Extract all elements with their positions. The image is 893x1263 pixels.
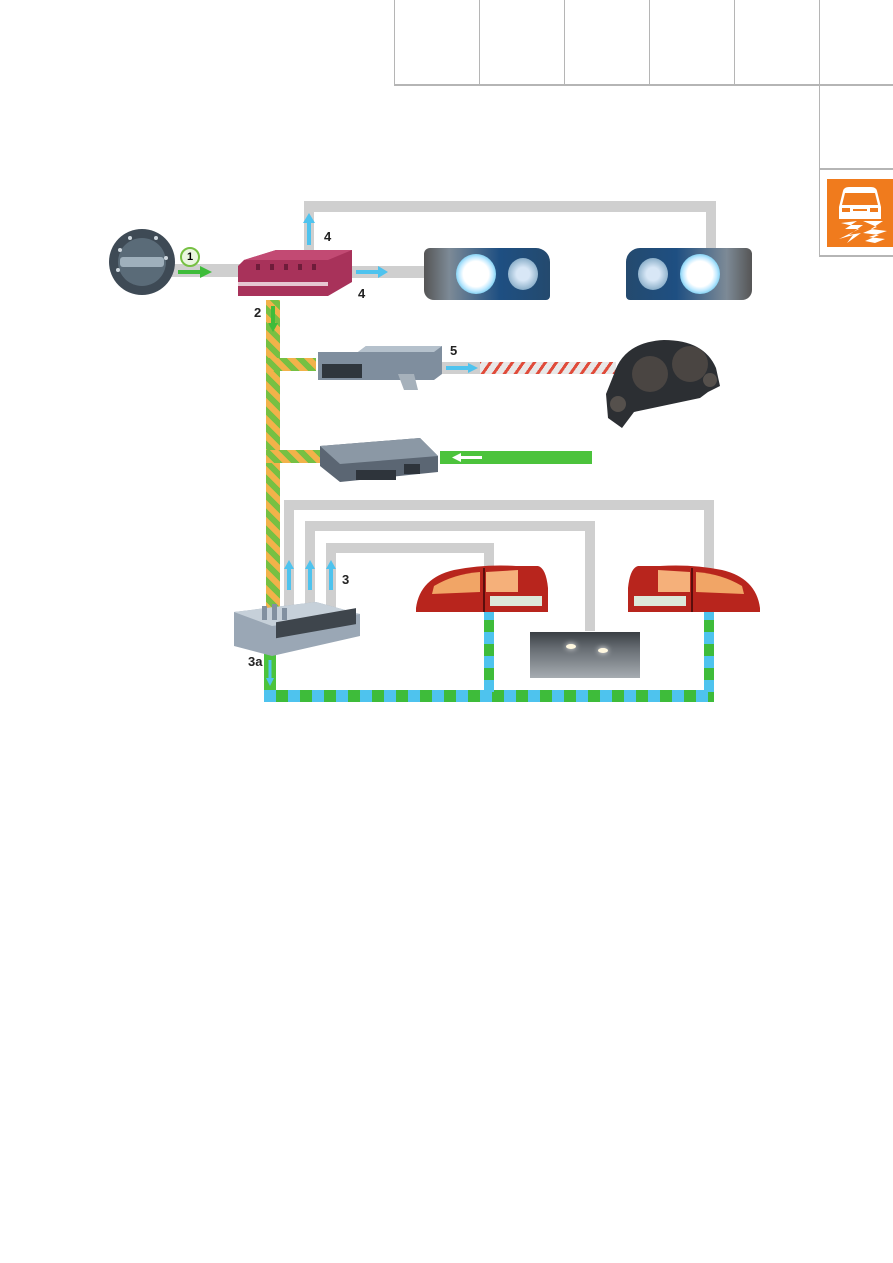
step1-badge: 1 (180, 247, 200, 267)
header-divider (394, 84, 893, 86)
label-step4-top: 4 (324, 229, 332, 244)
module-icon (318, 346, 442, 390)
tail-light-icon (628, 565, 760, 612)
right-headlight (626, 248, 752, 300)
control-unit-icon (238, 250, 352, 296)
left-tail-light (414, 558, 550, 616)
plate-lamp-left (566, 644, 576, 649)
plate-lamp-right (598, 648, 608, 653)
wire-top-right-down (706, 201, 716, 249)
header-cell-5 (734, 0, 820, 84)
wire-rear-3-horizontal (326, 543, 494, 553)
side-tab-divider (819, 168, 893, 170)
right-tail-light (626, 558, 762, 616)
wire-branch-gateway (266, 358, 316, 371)
wire-rear-3-down (484, 543, 494, 573)
wire-green-input (440, 451, 592, 464)
module-icon (320, 438, 438, 482)
headlight-lens (638, 258, 668, 290)
label-step4-right: 4 (358, 286, 366, 301)
side-tab-bottom (819, 255, 893, 257)
green-input-arrow-icon (452, 453, 482, 462)
step3-up-arrow-1-icon (284, 560, 294, 590)
skidding-car-icon (839, 187, 887, 243)
rotary-switch-icon (109, 229, 175, 295)
wire-bcm-to-headlight (350, 266, 430, 278)
wire-bus-left-tail (484, 612, 494, 692)
tail-light-icon (416, 565, 548, 612)
header-cell-3 (564, 0, 650, 84)
control-unit-green-input (316, 432, 440, 488)
step2-down-arrow-icon (268, 306, 278, 332)
wire-rear-1-vertical (284, 500, 294, 610)
instrument-cluster (604, 334, 724, 430)
step3-up-arrow-3-icon (326, 560, 336, 590)
header-cell-1 (394, 0, 480, 84)
wire-rear-2-horizontal (305, 521, 595, 531)
header-cell-2 (479, 0, 565, 84)
licence-plate-light (530, 632, 640, 678)
section-tab[interactable] (827, 179, 893, 247)
rear-control-unit (232, 596, 362, 658)
step1-arrow-icon (178, 266, 212, 278)
step3-up-arrow-2-icon (305, 560, 315, 590)
wire-rear-1-down (704, 500, 714, 570)
onboard-supply-control-unit (236, 246, 354, 298)
step4-up-arrow-icon (303, 213, 315, 245)
wire-top-horizontal (304, 201, 716, 212)
step4-right-arrow-icon (356, 266, 388, 278)
headlight-lens (508, 258, 538, 290)
header-cell-6 (819, 0, 893, 84)
instrument-cluster-icon (606, 340, 720, 428)
gateway-control-unit (314, 344, 444, 396)
wire-bottom-bus (264, 690, 714, 702)
module-icon (234, 602, 360, 656)
step3a-down-arrow-icon (266, 660, 274, 686)
light-switch (108, 228, 176, 296)
label-step2: 2 (254, 305, 262, 320)
side-tab-border (819, 84, 820, 256)
header-cell-4 (649, 0, 735, 84)
wire-bus-right-tail (704, 612, 714, 692)
wire-branch-module2 (266, 450, 320, 463)
headlight-ring (680, 254, 720, 294)
label-step5: 5 (450, 343, 458, 358)
step5-right-arrow-icon (446, 363, 478, 373)
wire-gateway-to-cluster (480, 362, 616, 374)
headlight-ring (456, 254, 496, 294)
label-step3: 3 (342, 572, 350, 587)
wire-rear-2-down (585, 521, 595, 631)
label-step3a: 3a (248, 654, 263, 669)
wire-rear-1-horizontal (284, 500, 714, 510)
left-headlight (424, 248, 550, 300)
